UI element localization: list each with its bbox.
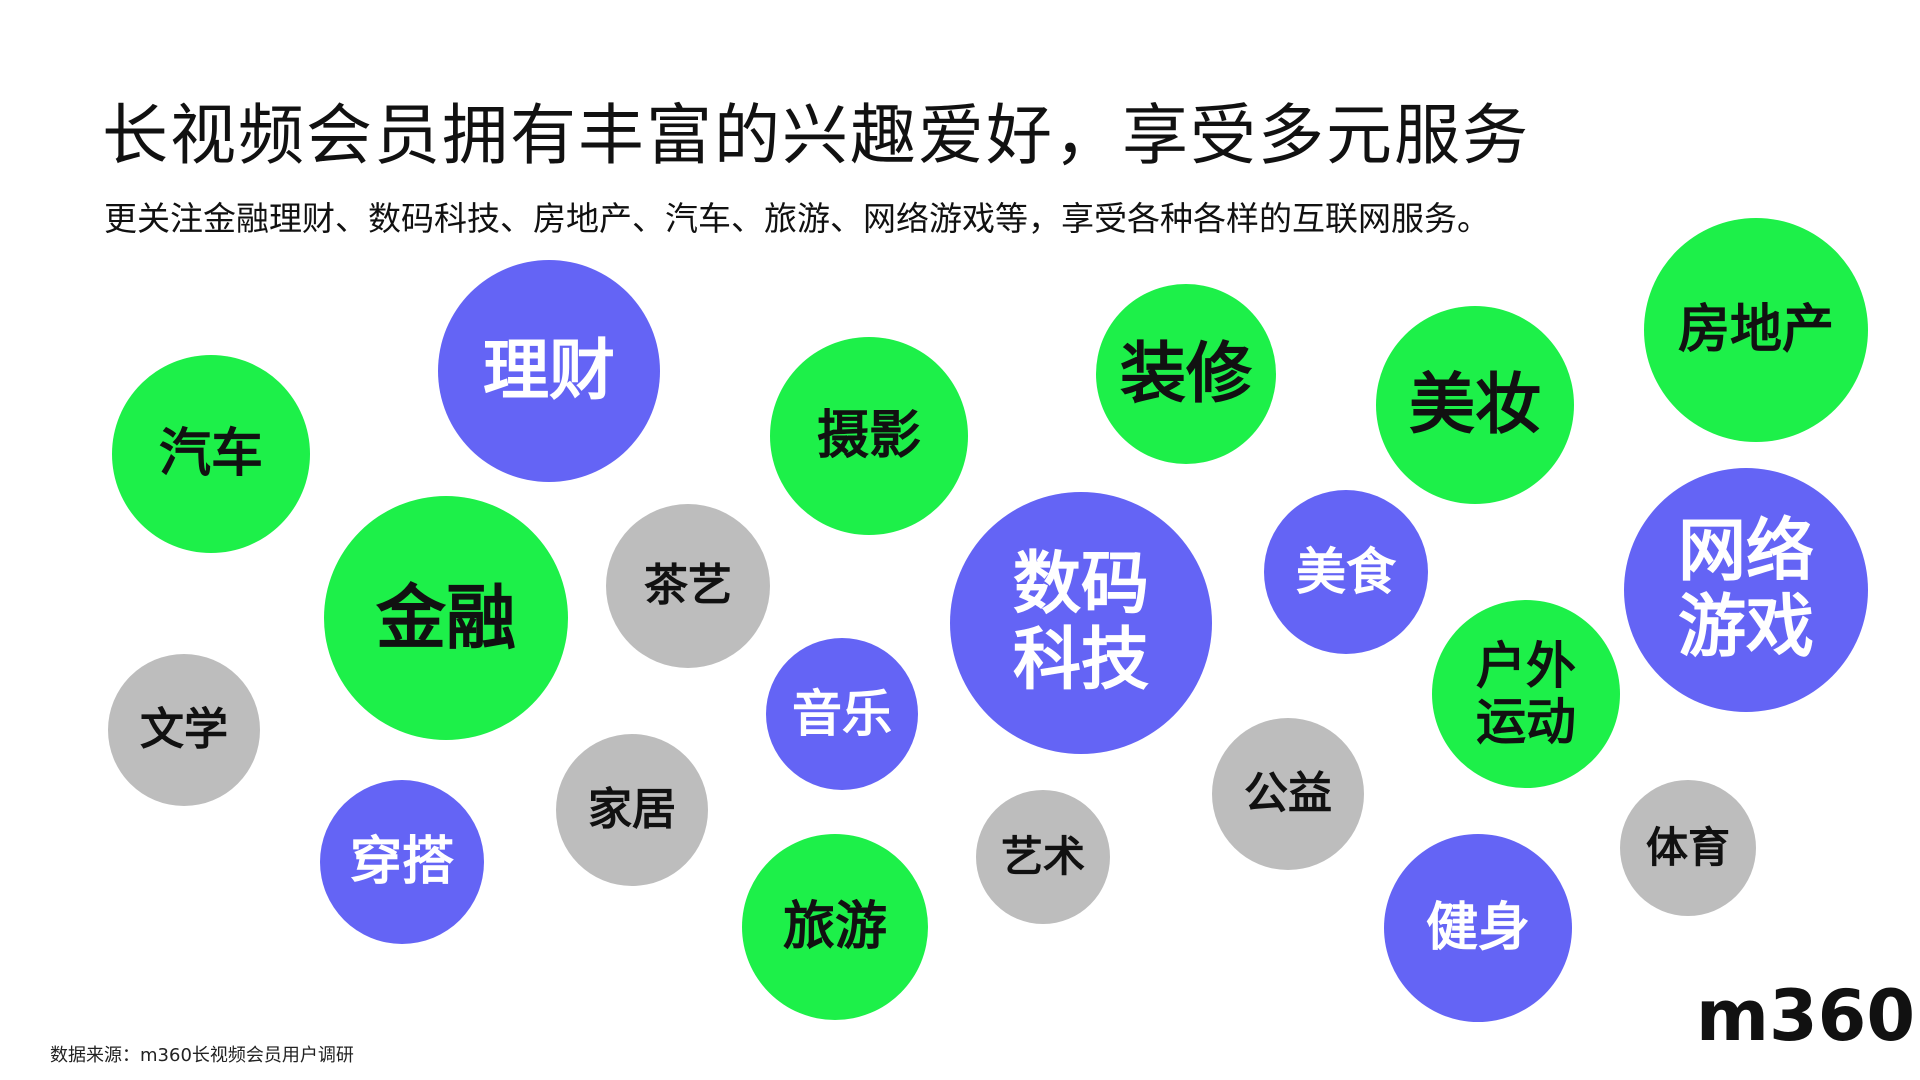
bubble-label: 音乐 (792, 685, 892, 743)
bubble-label: 摄影 (816, 405, 921, 466)
page-title: 长视频会员拥有丰富的兴趣爱好，享受多元服务 (102, 97, 1530, 174)
bubble-sheying: 摄影 (770, 337, 968, 535)
bubble-label: 健身 (1425, 897, 1530, 958)
bubble-label: 体育 (1645, 823, 1730, 873)
bubble-label: 旅游 (782, 896, 887, 957)
bubble-gongyi: 公益 (1212, 718, 1364, 870)
bubble-tiyu: 体育 (1620, 780, 1756, 916)
bubble-chayi: 茶艺 (606, 504, 770, 668)
bubble-jinrong: 金融 (324, 496, 568, 740)
bubble-chuanda: 穿搭 (320, 780, 484, 944)
bubble-wangluo: 网络 游戏 (1624, 468, 1868, 712)
bubble-label: 美食 (1296, 543, 1396, 601)
bubble-label: 户外 运动 (1476, 637, 1576, 751)
bubble-jiaju: 家居 (556, 734, 708, 886)
logo-text: m360 (1696, 975, 1915, 1057)
bubble-zhuangxiu: 装修 (1096, 284, 1276, 464)
bubble-wenxue: 文学 (108, 654, 260, 806)
bubble-meizhuang: 美妆 (1376, 306, 1574, 504)
bubble-qiche: 汽车 (112, 355, 310, 553)
bubble-label: 金融 (376, 576, 516, 659)
bubble-shuma: 数码 科技 (950, 492, 1212, 754)
bubble-lvyou: 旅游 (742, 834, 928, 1020)
bubble-yishu: 艺术 (976, 790, 1110, 924)
bubble-label: 理财 (483, 332, 615, 410)
bubble-fangdichan: 房地产 (1644, 218, 1868, 442)
bubble-label: 美妆 (1409, 366, 1541, 444)
bubble-label: 艺术 (1000, 832, 1085, 882)
bubble-label: 公益 (1244, 768, 1332, 820)
bubble-label: 房地产 (1677, 299, 1834, 360)
bubble-label: 装修 (1120, 335, 1252, 413)
bubble-huwai: 户外 运动 (1432, 600, 1620, 788)
bubble-label: 家居 (588, 784, 676, 836)
source-note: 数据来源：m360长视频会员用户调研 (50, 1045, 354, 1066)
bubble-label: 茶艺 (644, 560, 732, 612)
bubble-label: 网络 游戏 (1677, 511, 1814, 667)
m360-logo: m360 (1696, 975, 1915, 1057)
bubble-meishi: 美食 (1264, 490, 1428, 654)
bubble-licai: 理财 (438, 260, 660, 482)
bubble-label: 汽车 (158, 423, 263, 484)
bubble-label: 穿搭 (349, 831, 454, 892)
page-subtitle: 更关注金融理财、数码科技、房地产、汽车、旅游、网络游戏等，享受各种各样的互联网服… (104, 199, 1490, 238)
bubble-label: 文学 (140, 704, 228, 756)
bubble-yinyue: 音乐 (766, 638, 918, 790)
bubble-label: 数码 科技 (1012, 544, 1149, 700)
bubble-jianshen: 健身 (1384, 834, 1572, 1022)
